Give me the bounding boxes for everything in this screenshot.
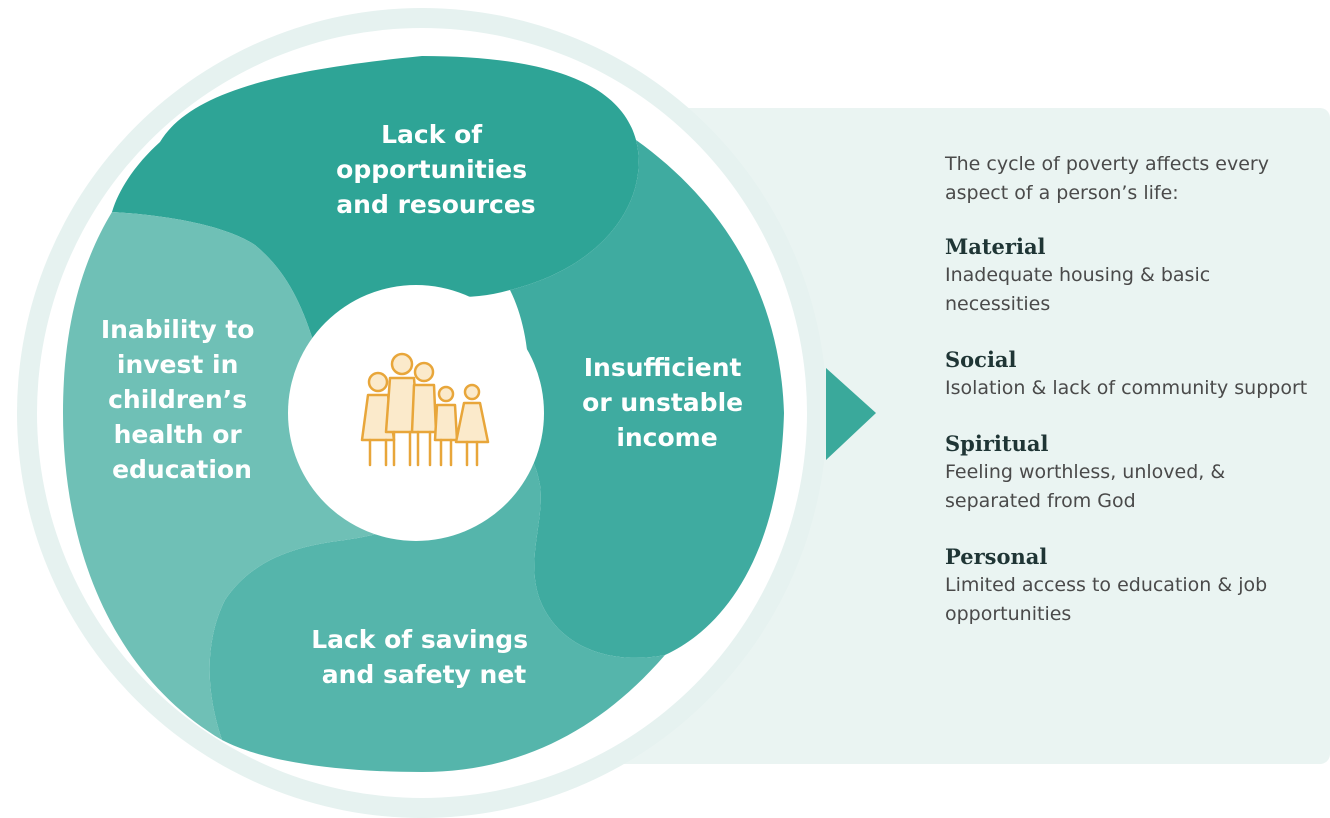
label-right: Insufficient or unstable income (582, 353, 752, 452)
cycle-segments (63, 56, 784, 772)
segment-bottom (209, 440, 665, 772)
aspect-material: Material Inadequate housing & basic nece… (945, 233, 1315, 319)
aspect-title: Personal (945, 544, 1048, 569)
intro-text: The cycle of poverty affects every aspec… (945, 153, 1269, 204)
aspect-title: Social (945, 347, 1017, 372)
segment-right (510, 140, 784, 658)
aspect-description: Isolation & lack of community support (945, 377, 1308, 399)
label-bottom: Lack of savings and safety net (311, 625, 537, 689)
aspect-personal: Personal Limited access to education & j… (945, 543, 1315, 629)
label-top: Lack of opportunities and resources (336, 120, 536, 219)
aspect-description: Feeling worthless, unloved, & separated … (945, 461, 1226, 512)
family-icon (360, 352, 490, 467)
aspect-description: Limited access to education & job opport… (945, 574, 1268, 625)
arrow-right-icon (826, 368, 876, 460)
segment-left (63, 212, 418, 740)
segment-top (112, 56, 639, 340)
aspect-spiritual: Spiritual Feeling worthless, unloved, & … (945, 430, 1315, 516)
info-section: The cycle of poverty affects every aspec… (945, 150, 1315, 656)
aspect-description: Inadequate housing & basic necessities (945, 264, 1211, 315)
aspect-title: Spiritual (945, 431, 1049, 456)
label-left: Inability to invest in children’s health… (101, 315, 263, 484)
aspect-social: Social Isolation & lack of community sup… (945, 346, 1315, 403)
aspect-title: Material (945, 234, 1046, 259)
